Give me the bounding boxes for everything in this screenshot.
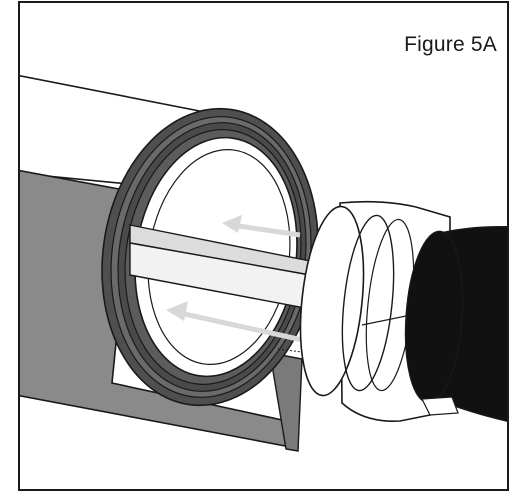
pipe-coupling-illustration — [20, 74, 507, 452]
coupling-clip — [421, 396, 459, 416]
dotted-guide-line — [277, 348, 311, 354]
pipe-bottom-flap — [269, 352, 303, 452]
upper-arrow — [222, 215, 301, 238]
figure-frame: Figure 5A — [18, 1, 509, 491]
coupling-step-ring — [341, 214, 395, 392]
coupling-front-face — [299, 205, 365, 397]
lower-arrow — [166, 301, 317, 346]
figure-label: Figure 5A — [404, 33, 497, 56]
